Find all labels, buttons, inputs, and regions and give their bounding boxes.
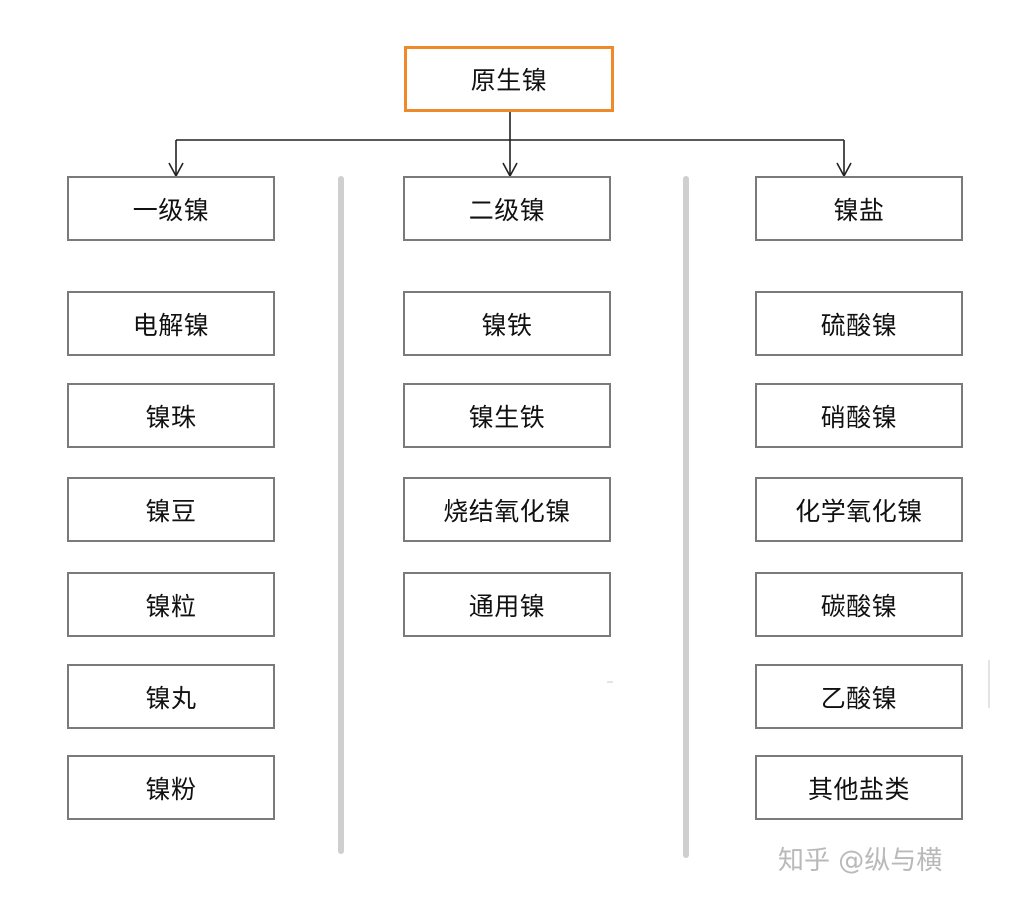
- item-node: 硝酸镍: [755, 383, 963, 448]
- item-node: 碳酸镍: [755, 572, 963, 637]
- header-label: 二级镍: [468, 195, 546, 225]
- item-label: 镍珠: [145, 402, 197, 432]
- item-label: 镍粉: [145, 774, 197, 804]
- root-label: 原生镍: [470, 66, 548, 95]
- column-divider-right: [683, 176, 689, 858]
- item-node: 化学氧化镍: [755, 477, 963, 542]
- item-label: 硝酸镍: [820, 402, 898, 432]
- scan-artifact: [988, 660, 990, 708]
- item-label: 硫酸镍: [820, 310, 898, 340]
- header-label: 一级镍: [132, 195, 210, 225]
- item-node: 镍丸: [67, 664, 275, 729]
- item-node: 硫酸镍: [755, 291, 963, 356]
- scan-artifact: [607, 681, 613, 683]
- item-node: 乙酸镍: [755, 664, 963, 729]
- item-label: 化学氧化镍: [795, 496, 923, 526]
- item-node: 镍粉: [67, 755, 275, 820]
- header-label: 镍盐: [833, 195, 885, 225]
- item-node: 烧结氧化镍: [403, 477, 611, 542]
- item-label: 电解镍: [132, 310, 210, 340]
- item-node: 镍铁: [403, 291, 611, 356]
- item-label: 镍豆: [145, 496, 197, 526]
- watermark-text: 知乎 @纵与横: [778, 846, 943, 876]
- column-divider-left: [338, 176, 344, 854]
- item-label: 碳酸镍: [820, 591, 898, 621]
- item-label: 通用镍: [468, 591, 546, 621]
- item-node: 镍生铁: [403, 383, 611, 448]
- item-label: 镍铁: [481, 310, 533, 340]
- item-label: 烧结氧化镍: [443, 496, 571, 526]
- header-node-nickel-salts: 镍盐: [755, 176, 963, 241]
- item-node: 镍珠: [67, 383, 275, 448]
- item-node: 通用镍: [403, 572, 611, 637]
- item-node: 镍豆: [67, 477, 275, 542]
- item-label: 乙酸镍: [820, 683, 898, 713]
- item-label: 镍丸: [145, 683, 197, 713]
- item-label: 镍粒: [145, 591, 197, 621]
- header-node-primary-nickel: 一级镍: [67, 176, 275, 241]
- header-node-secondary-nickel: 二级镍: [403, 176, 611, 241]
- item-label: 其他盐类: [807, 774, 910, 804]
- item-node: 电解镍: [67, 291, 275, 356]
- root-node: 原生镍: [404, 46, 614, 112]
- item-label: 镍生铁: [468, 402, 546, 432]
- item-node: 其他盐类: [755, 755, 963, 820]
- item-node: 镍粒: [67, 572, 275, 637]
